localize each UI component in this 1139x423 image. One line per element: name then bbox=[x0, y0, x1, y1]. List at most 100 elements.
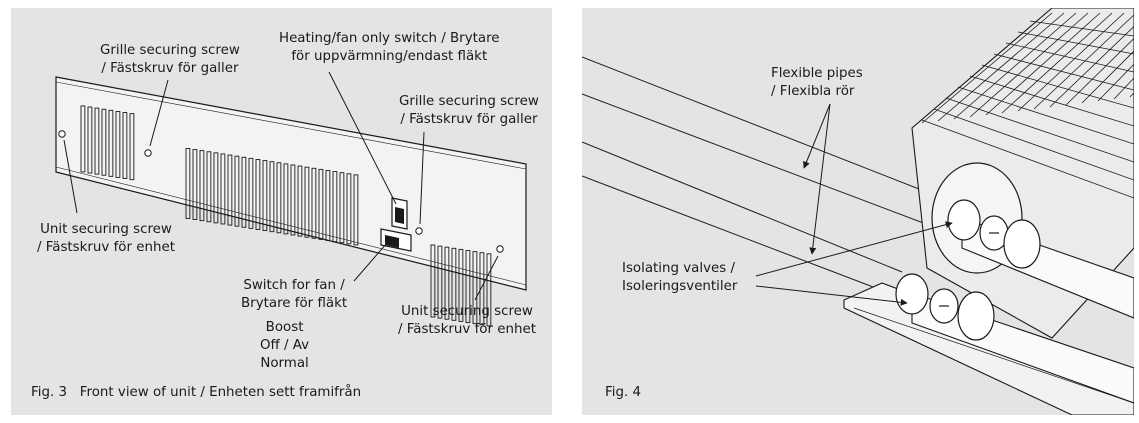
louvre-slot bbox=[332, 171, 338, 243]
louvre-slot bbox=[458, 248, 464, 322]
label-heating-switch: Heating/fan only switch / Brytare för up… bbox=[279, 30, 500, 66]
louvre-slot bbox=[311, 167, 317, 239]
grille-bar bbox=[1097, 63, 1134, 102]
louvre-slot bbox=[479, 252, 485, 326]
louvre-slot bbox=[108, 109, 114, 177]
caption-number: Fig. 3 bbox=[31, 385, 67, 400]
louvre-slot bbox=[87, 106, 93, 174]
grille-bar bbox=[921, 119, 1134, 199]
flexible-pipes bbox=[582, 56, 943, 299]
louvre-slot bbox=[262, 160, 268, 232]
caption-text: Front view of unit / Enheten sett framif… bbox=[79, 385, 362, 400]
label-grille-screw-left: Grille securing screw / Fästskruv för ga… bbox=[100, 42, 240, 78]
louvre-slot bbox=[486, 253, 492, 327]
louvre-slot bbox=[192, 149, 198, 221]
grille-bar bbox=[1001, 12, 1113, 114]
label-line: Brytare för fläkt bbox=[241, 296, 348, 311]
label-fan-switch-positions: Boost Off / Av Normal bbox=[260, 319, 309, 373]
louvre-slot bbox=[353, 174, 359, 246]
label-flexible-pipes: Flexible pipes / Flexibla rör bbox=[771, 65, 863, 101]
grille-bar bbox=[945, 97, 1134, 163]
louvre-slot bbox=[234, 155, 240, 227]
unit-screw-right bbox=[496, 245, 504, 253]
louvre-slot bbox=[283, 163, 289, 235]
grille-bar bbox=[1113, 77, 1134, 100]
louvre-slot bbox=[465, 250, 471, 323]
label-line: / Fästskruv för galler bbox=[400, 112, 538, 127]
label-grille-screw-right: Grille securing screw / Fästskruv för ga… bbox=[399, 93, 539, 129]
louvre-slot bbox=[213, 152, 219, 224]
grille-bar bbox=[985, 12, 1101, 116]
label-unit-screw-right: Unit securing screw / Fästskruv för enhe… bbox=[398, 303, 536, 339]
label-line: Grille securing screw bbox=[399, 94, 539, 109]
label-line: Grille securing screw bbox=[100, 43, 240, 58]
grille-bar bbox=[1081, 50, 1134, 104]
label-line: för uppvärmning/endast fläkt bbox=[291, 49, 488, 64]
grille-bar bbox=[933, 108, 1134, 181]
louvre-slot bbox=[304, 166, 310, 238]
upper-isolating-valve bbox=[947, 199, 1041, 269]
louvre-slot bbox=[185, 148, 191, 219]
louvre-slot bbox=[206, 151, 212, 223]
grille-bar bbox=[953, 12, 1077, 120]
label-fan-switch: Switch for fan / Brytare för fläkt bbox=[241, 277, 347, 313]
louvre-slot bbox=[276, 162, 282, 234]
louvre-slot bbox=[297, 165, 303, 237]
louvre-slot bbox=[318, 168, 324, 240]
unit-front-view-drawing bbox=[55, 71, 527, 327]
grille-bar bbox=[969, 75, 1134, 127]
grille-bar bbox=[921, 12, 1053, 124]
grille-bar bbox=[1005, 42, 1134, 73]
louvre-slot bbox=[339, 172, 345, 244]
label-line: Unit securing screw bbox=[401, 304, 533, 319]
figure-4-caption: Fig. 4 bbox=[605, 385, 641, 400]
label-line: Isoleringsventiler bbox=[622, 279, 738, 294]
position-normal: Normal bbox=[260, 356, 309, 371]
louvre-slot bbox=[122, 112, 128, 179]
label-line: Unit securing screw bbox=[40, 222, 172, 237]
heating-fan-switch bbox=[391, 197, 408, 230]
grille-bar bbox=[957, 86, 1134, 145]
louvre-slot bbox=[94, 107, 100, 175]
label-line: Isolating valves / bbox=[622, 261, 736, 276]
pipe-connection-drawing bbox=[582, 8, 1134, 415]
louvre-slot bbox=[115, 110, 121, 178]
grille-bar bbox=[1049, 25, 1134, 108]
louvre-slot bbox=[444, 246, 450, 320]
leader-lines bbox=[63, 71, 499, 301]
louvre-slot bbox=[248, 157, 254, 229]
louvre-slot bbox=[430, 244, 436, 318]
position-boost: Boost bbox=[265, 320, 304, 335]
label-line: / Fästskruv för enhet bbox=[37, 240, 175, 255]
louvre-slot bbox=[220, 153, 226, 225]
louvre-slot bbox=[255, 159, 261, 230]
louvre-slot bbox=[199, 150, 205, 222]
louvre-slot bbox=[241, 156, 247, 228]
position-off: Off / Av bbox=[260, 338, 310, 353]
label-line: / Fästskruv för enhet bbox=[398, 322, 536, 337]
caption-number: Fig. 4 bbox=[605, 385, 641, 400]
leader-lines bbox=[755, 103, 953, 306]
louvre-slot bbox=[290, 164, 296, 236]
unit-screw-left bbox=[58, 130, 66, 138]
label-line: / Flexibla rör bbox=[771, 84, 855, 99]
louvre-slot bbox=[269, 161, 275, 233]
label-line: Switch for fan / bbox=[243, 278, 345, 293]
louvre-slot bbox=[451, 247, 457, 321]
label-line: Flexible pipes bbox=[771, 66, 863, 81]
radiator-grille bbox=[921, 12, 1134, 199]
louvre-slot bbox=[325, 170, 331, 241]
figure-4-panel: Flexible pipes / Flexibla rör Isolating … bbox=[582, 8, 1134, 415]
label-line: Heating/fan only switch / Brytare bbox=[279, 31, 500, 46]
grille-louvres bbox=[80, 105, 492, 327]
louvre-slot bbox=[472, 251, 478, 325]
label-line: / Fästskruv för galler bbox=[101, 61, 239, 76]
grille-bar bbox=[981, 64, 1134, 109]
figure-3-panel: Grille securing screw / Fästskruv för ga… bbox=[11, 8, 552, 415]
grille-screw-left bbox=[144, 149, 152, 157]
louvre-slot bbox=[346, 173, 352, 245]
louvre-slot bbox=[437, 245, 443, 319]
grille-bar bbox=[993, 53, 1134, 91]
grille-screw-right bbox=[415, 227, 423, 235]
grille-bar bbox=[937, 12, 1065, 122]
